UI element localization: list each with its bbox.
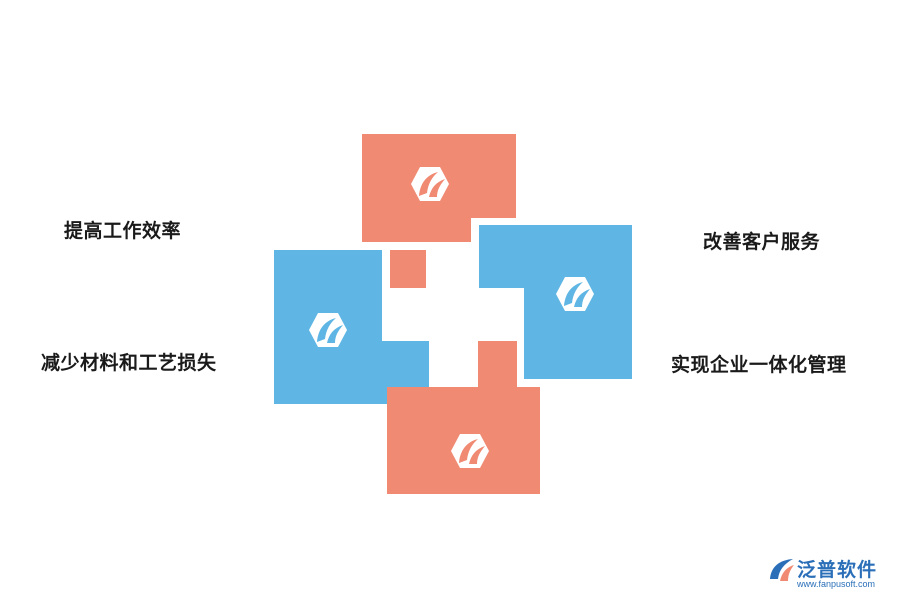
watermark-name: 泛普软件	[797, 559, 878, 581]
top-block	[362, 134, 516, 242]
watermark-url: www.fanpusoft.com	[797, 579, 876, 589]
label-bottom-left: 减少材料和工艺损失	[41, 352, 217, 374]
label-bottom-right: 实现企业一体化管理	[671, 354, 847, 376]
center-small-square	[390, 250, 426, 288]
label-top-right: 改善客户服务	[703, 231, 821, 253]
watermark: 泛普软件 www.fanpusoft.com	[767, 553, 892, 593]
left-block	[274, 250, 429, 404]
label-top-left: 提高工作效率	[64, 220, 182, 242]
bottom-block	[387, 341, 540, 494]
right-block	[479, 225, 632, 379]
fanpu-logo-icon	[770, 559, 794, 581]
